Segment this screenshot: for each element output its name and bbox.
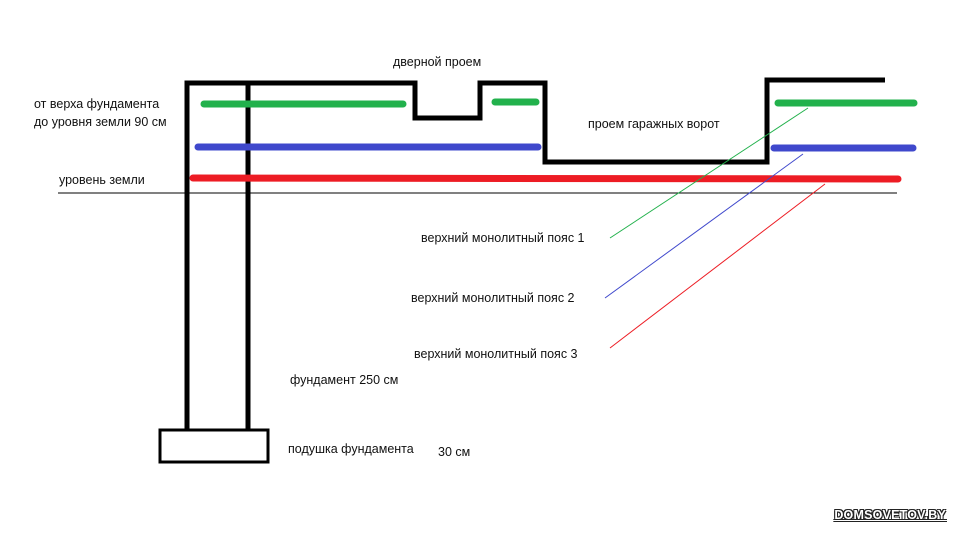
belt-3-line [189, 174, 902, 183]
belt-1-lines [200, 98, 918, 108]
belt-3-leader [609, 183, 826, 349]
watermark: DOMSOVETOV.BY [834, 508, 946, 522]
foundation-top-label-line2: до уровня земли 90 см [34, 115, 167, 129]
foundation-footing [158, 428, 270, 464]
foundation-label: фундамент 250 см [290, 373, 399, 387]
foundation-top-label-line1: от верха фундамента [34, 97, 160, 111]
belt-3-label: верхний монолитный пояс 3 [414, 347, 578, 361]
footing-size-label: 30 см [438, 445, 471, 459]
ground-level-label: уровень земли [59, 173, 145, 187]
belt-1-leader [609, 107, 809, 239]
garage-opening-label: проем гаражных ворот [588, 117, 720, 131]
door-opening-label: дверной проем [393, 55, 482, 69]
belt-2-lines [194, 143, 917, 152]
belt-1-label: верхний монолитный пояс 1 [421, 231, 585, 245]
belt-2-label: верхний монолитный пояс 2 [411, 291, 575, 305]
belt-2-leader [604, 153, 804, 299]
footing-label: подушка фундамента [288, 442, 414, 456]
